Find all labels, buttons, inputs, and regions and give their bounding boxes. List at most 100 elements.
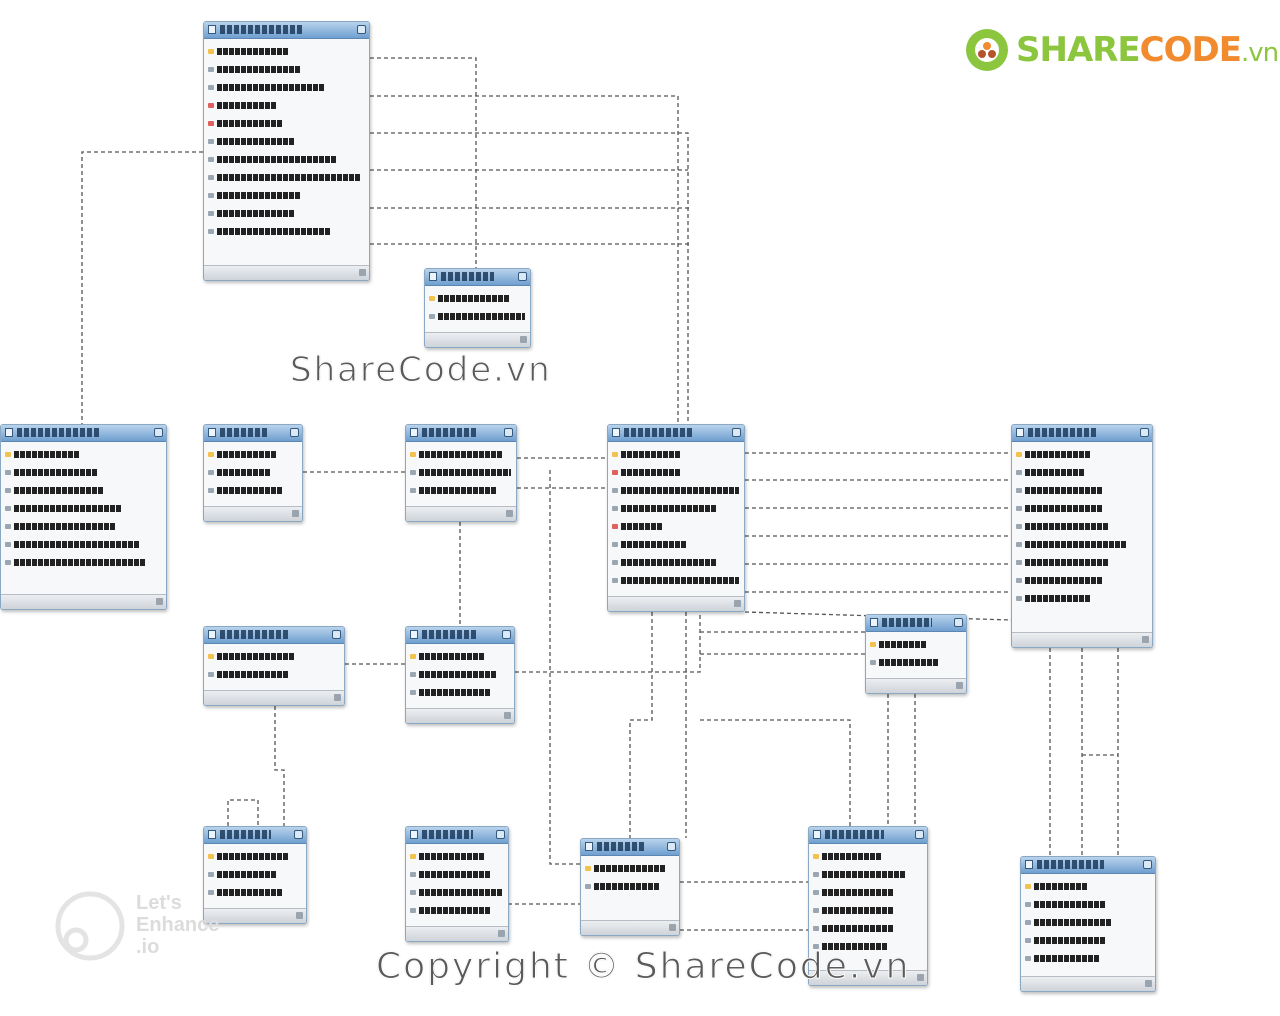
resize-grip-icon[interactable]	[334, 694, 341, 701]
table-field-row[interactable]	[410, 666, 510, 684]
table-field-row[interactable]	[208, 482, 298, 500]
table-header[interactable]	[866, 615, 966, 632]
table-header[interactable]	[425, 269, 530, 286]
entity-table-t2[interactable]	[424, 268, 531, 348]
table-field-row[interactable]	[612, 536, 740, 554]
table-field-row[interactable]	[5, 536, 162, 554]
table-field-row[interactable]	[5, 446, 162, 464]
table-field-row[interactable]	[5, 518, 162, 536]
table-field-row[interactable]	[410, 464, 512, 482]
resize-grip-icon[interactable]	[156, 598, 163, 605]
entity-table-t14[interactable]	[808, 826, 928, 986]
table-field-row[interactable]	[208, 884, 302, 902]
entity-table-t4[interactable]	[203, 424, 303, 522]
resize-grip-icon[interactable]	[506, 510, 513, 517]
table-field-row[interactable]	[208, 223, 365, 241]
table-field-row[interactable]	[1016, 554, 1148, 572]
table-field-row[interactable]	[410, 648, 510, 666]
table-close-icon[interactable]	[496, 830, 505, 839]
table-field-row[interactable]	[5, 500, 162, 518]
table-field-row[interactable]	[410, 684, 510, 702]
table-field-row[interactable]	[429, 290, 526, 308]
table-header[interactable]	[1012, 425, 1152, 442]
resize-grip-icon[interactable]	[296, 912, 303, 919]
table-field-row[interactable]	[208, 43, 365, 61]
table-close-icon[interactable]	[518, 272, 527, 281]
table-field-row[interactable]	[813, 866, 923, 884]
resize-grip-icon[interactable]	[292, 510, 299, 517]
table-field-row[interactable]	[1016, 464, 1148, 482]
table-field-row[interactable]	[429, 308, 526, 326]
table-close-icon[interactable]	[502, 630, 511, 639]
entity-table-t13[interactable]	[580, 838, 680, 936]
table-field-row[interactable]	[1025, 950, 1151, 968]
table-field-row[interactable]	[870, 636, 962, 654]
table-field-row[interactable]	[208, 187, 365, 205]
table-field-row[interactable]	[208, 61, 365, 79]
table-field-row[interactable]	[208, 115, 365, 133]
table-header[interactable]	[204, 827, 306, 844]
table-header[interactable]	[406, 827, 508, 844]
entity-table-t3[interactable]	[0, 424, 167, 610]
table-field-row[interactable]	[585, 878, 675, 896]
table-header[interactable]	[608, 425, 744, 442]
entity-table-t12[interactable]	[405, 826, 509, 942]
resize-grip-icon[interactable]	[734, 600, 741, 607]
table-field-row[interactable]	[612, 554, 740, 572]
table-field-row[interactable]	[1025, 914, 1151, 932]
table-field-row[interactable]	[1025, 896, 1151, 914]
entity-table-t5[interactable]	[405, 424, 517, 522]
table-field-row[interactable]	[612, 464, 740, 482]
resize-grip-icon[interactable]	[669, 924, 676, 931]
table-close-icon[interactable]	[332, 630, 341, 639]
table-field-row[interactable]	[870, 654, 962, 672]
table-field-row[interactable]	[410, 884, 504, 902]
table-field-row[interactable]	[1016, 482, 1148, 500]
table-field-row[interactable]	[813, 938, 923, 956]
table-close-icon[interactable]	[294, 830, 303, 839]
table-header[interactable]	[1, 425, 166, 442]
table-field-row[interactable]	[208, 666, 340, 684]
resize-grip-icon[interactable]	[504, 712, 511, 719]
table-field-row[interactable]	[1016, 572, 1148, 590]
table-header[interactable]	[1021, 857, 1155, 874]
table-close-icon[interactable]	[1143, 860, 1152, 869]
table-field-row[interactable]	[208, 133, 365, 151]
table-field-row[interactable]	[1016, 518, 1148, 536]
resize-grip-icon[interactable]	[917, 974, 924, 981]
table-field-row[interactable]	[208, 648, 340, 666]
entity-table-t15[interactable]	[1020, 856, 1156, 992]
table-field-row[interactable]	[1016, 536, 1148, 554]
table-close-icon[interactable]	[357, 25, 366, 34]
table-field-row[interactable]	[208, 464, 298, 482]
table-field-row[interactable]	[813, 848, 923, 866]
table-field-row[interactable]	[410, 902, 504, 920]
table-field-row[interactable]	[5, 464, 162, 482]
table-field-row[interactable]	[612, 572, 740, 590]
table-field-row[interactable]	[1025, 932, 1151, 950]
table-field-row[interactable]	[208, 205, 365, 223]
table-field-row[interactable]	[208, 79, 365, 97]
table-field-row[interactable]	[208, 446, 298, 464]
table-header[interactable]	[406, 627, 514, 644]
table-close-icon[interactable]	[915, 830, 924, 839]
table-header[interactable]	[809, 827, 927, 844]
table-field-row[interactable]	[813, 884, 923, 902]
table-header[interactable]	[204, 425, 302, 442]
table-field-row[interactable]	[1016, 446, 1148, 464]
entity-table-t6[interactable]	[607, 424, 745, 612]
entity-table-t7[interactable]	[1011, 424, 1153, 648]
table-header[interactable]	[204, 22, 369, 39]
table-field-row[interactable]	[612, 482, 740, 500]
table-field-row[interactable]	[410, 866, 504, 884]
table-field-row[interactable]	[612, 518, 740, 536]
table-close-icon[interactable]	[1140, 428, 1149, 437]
table-field-row[interactable]	[208, 97, 365, 115]
resize-grip-icon[interactable]	[520, 336, 527, 343]
table-field-row[interactable]	[1016, 500, 1148, 518]
table-header[interactable]	[204, 627, 344, 644]
table-field-row[interactable]	[410, 446, 512, 464]
table-field-row[interactable]	[208, 848, 302, 866]
table-field-row[interactable]	[813, 902, 923, 920]
table-field-row[interactable]	[208, 151, 365, 169]
